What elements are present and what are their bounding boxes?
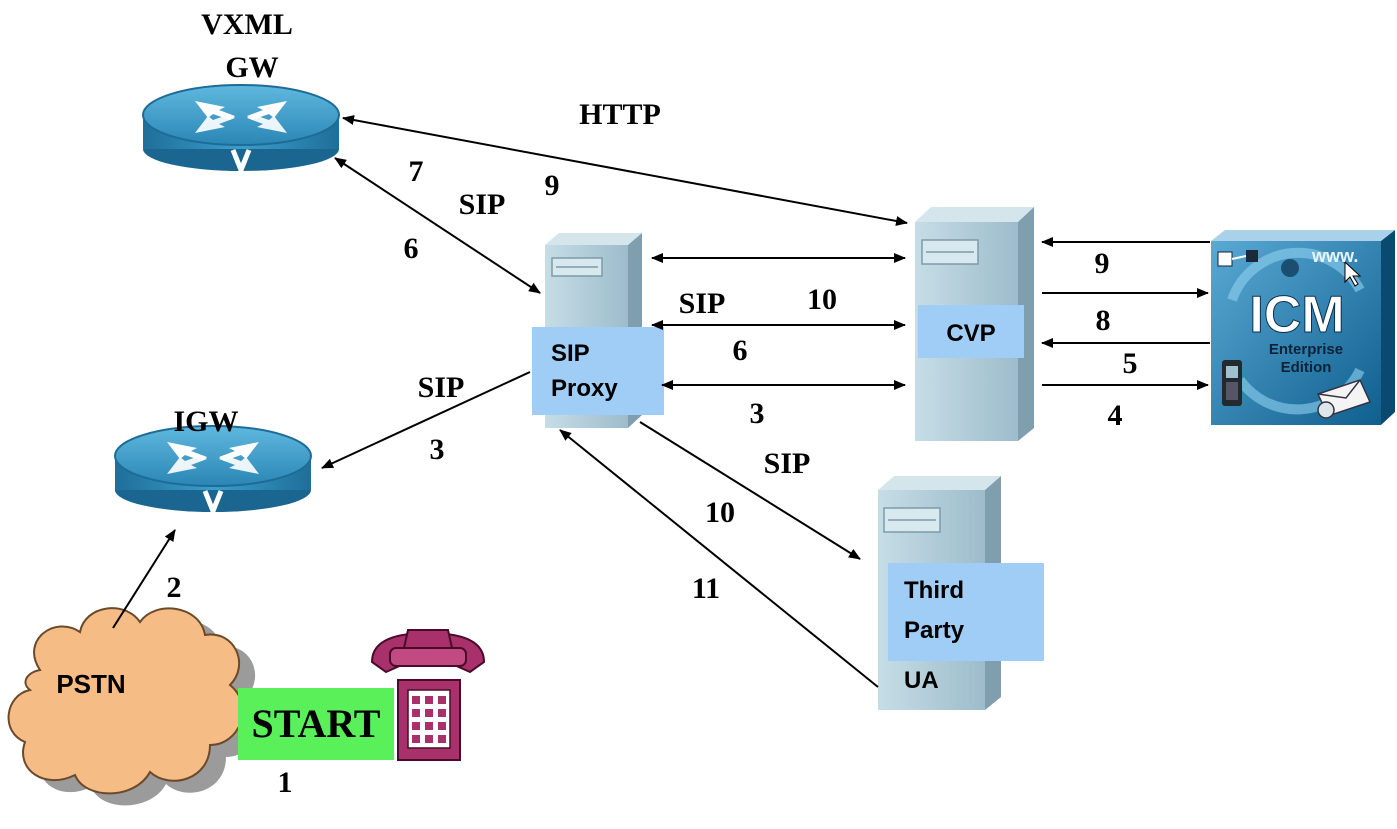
third-party-label-line3: UA: [904, 667, 939, 694]
pstn-cloud: [7, 607, 259, 806]
step-7-label: 7: [409, 155, 424, 188]
step-3-igw-label: 3: [430, 433, 445, 466]
sip-proxy-label-line1: SIP: [551, 340, 590, 367]
sip-igw-label: SIP: [418, 371, 465, 404]
start-label: START: [251, 701, 380, 746]
igw-label: IGW: [173, 405, 238, 438]
http-label: HTTP: [579, 98, 661, 131]
sip-proxy-cvp-label: SIP: [679, 287, 726, 320]
cursor-icon: [1344, 260, 1362, 287]
connectors: [112, 115, 1210, 688]
envelope-icon: [1316, 379, 1372, 419]
pstn-label: PSTN: [56, 669, 125, 699]
step-6-mid-label: 6: [733, 334, 748, 367]
sip-third-party-label: SIP: [764, 447, 811, 480]
telephone-icon: [370, 629, 486, 761]
cvp-label-box: [918, 305, 1024, 358]
icm-title: ICM: [1249, 286, 1344, 344]
step-10-third-label: 10: [705, 496, 735, 529]
mobile-phone-icon: [1222, 360, 1242, 406]
router-arrows-icon: [167, 442, 259, 474]
sip-proxy-third-party-connector: [639, 421, 861, 560]
vxml-gw-label-line1: VXML: [201, 8, 293, 41]
sip-gw-label: SIP: [459, 188, 506, 221]
step-10-top-label: 10: [807, 283, 837, 316]
third-party-label-line1: Third: [904, 577, 964, 604]
step-9-icm-label: 9: [1095, 247, 1110, 280]
sip-proxy-label-line2: Proxy: [551, 375, 618, 402]
start-box: [238, 688, 394, 760]
icm-url-text: www.: [1311, 246, 1358, 266]
sip-proxy-igw-connector: [321, 371, 531, 469]
step-8-label: 8: [1096, 304, 1111, 337]
http-connector: [342, 115, 908, 226]
third-party-label-box: [888, 563, 1044, 661]
step-11-label: 11: [692, 572, 720, 605]
pstn-igw-connector: [112, 529, 176, 629]
step-1-label: 1: [278, 766, 293, 799]
icm-subtitle-line1: Enterprise: [1269, 341, 1343, 358]
vxml-gw-router: [142, 84, 340, 177]
step-9-gw-label: 9: [545, 169, 560, 202]
step-3-mid-label: 3: [750, 397, 765, 430]
sip-proxy-label-box: [532, 327, 664, 415]
step-2-label: 2: [167, 571, 182, 604]
cvp-label: CVP: [946, 320, 995, 347]
router-arrows-icon: [195, 101, 287, 133]
step-5-label: 5: [1123, 347, 1138, 380]
third-party-sip-proxy-connector: [559, 429, 879, 688]
icm-subtitle-line2: Edition: [1281, 359, 1332, 376]
sip-gw-proxy-connector: [334, 157, 541, 294]
igw-router: [114, 425, 312, 518]
step-4-label: 4: [1108, 399, 1123, 432]
vxml-gw-label-line2: GW: [225, 51, 278, 84]
step-6-gw-label: 6: [404, 232, 419, 265]
third-party-label-line2: Party: [904, 617, 965, 644]
icm-enterprise-logo: www. ICM Enterprise Edition: [1211, 230, 1395, 425]
